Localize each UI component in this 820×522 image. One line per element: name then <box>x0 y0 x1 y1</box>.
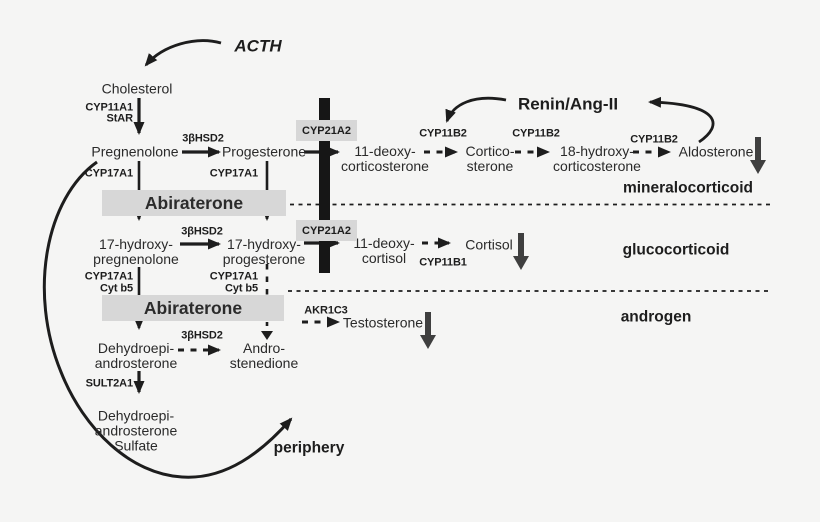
decrease-arrow-aldosterone <box>750 137 766 174</box>
abiraterone-block-1: Abiraterone <box>102 190 286 216</box>
renin-ang2-label: Renin/Ang-II <box>517 94 619 114</box>
3bhsd2-label-2: 3βHSD2 <box>181 225 223 238</box>
arrow-pregnenolone-to-periphery <box>42 160 293 479</box>
cortisol-label: Cortisol <box>465 236 513 253</box>
periphery-label: periphery <box>273 439 345 457</box>
cholesterol-label: Cholesterol <box>101 80 173 97</box>
arrow-acth-to-cholesterol <box>144 39 222 67</box>
cyp17a1-cytb5-label-right: CYP17A1 Cyt b5 <box>209 270 258 294</box>
progesterone-label: Progesterone <box>221 143 307 160</box>
deoxycorticosterone-label: 11-deoxy- corticosterone <box>341 143 429 174</box>
mineralocorticoid-label: mineralocorticoid <box>622 179 754 197</box>
arrowhead-block2-to-androstenedione <box>261 331 273 340</box>
cyp11a1-star-label: CYP11A1 StAR <box>85 101 133 125</box>
decrease-arrow-testosterone <box>420 312 436 349</box>
cyp21a2-box-2: CYP21A2 <box>296 220 357 241</box>
3bhsd2-label-3: 3βHSD2 <box>181 329 223 342</box>
akr1c3-label: AKR1C3 <box>304 304 348 317</box>
dhea-sulfate-label: Dehydroepi- androsterone Sulfate <box>94 407 178 454</box>
cyp17a1-label-right: CYP17A1 <box>209 167 258 180</box>
cyp21a2-box-1: CYP21A2 <box>296 120 357 141</box>
androgen-label: androgen <box>620 308 692 326</box>
pregnenolone-label: Pregnenolone <box>91 143 179 160</box>
abiraterone-block-2: Abiraterone <box>102 295 284 321</box>
cyp17a1-cytb5-label-left: CYP17A1 Cyt b5 <box>84 270 133 294</box>
testosterone-label: Testosterone <box>342 314 424 331</box>
cyp11b2-label-3: CYP11B2 <box>630 133 678 146</box>
dhea-label: Dehydroepi- androsterone <box>94 340 178 371</box>
corticosterone-label: Cortico- sterone <box>465 143 515 174</box>
arrow-aldosterone-to-renin <box>648 96 715 144</box>
cyp21a2-blockade-bar <box>319 98 330 273</box>
cyp11b2-label-1: CYP11B2 <box>419 127 467 140</box>
acth-label: ACTH <box>234 36 282 56</box>
androstenedione-label: Andro- stenedione <box>229 340 299 371</box>
11-deoxycortisol-label: 11-deoxy- cortisol <box>353 235 415 266</box>
arrow-renin-to-cyp11b2 <box>445 96 507 123</box>
decrease-arrow-cortisol <box>513 233 529 270</box>
cyp11b2-label-2: CYP11B2 <box>512 127 560 140</box>
cyp11b1-label: CYP11B1 <box>419 256 467 269</box>
3bhsd2-label-1: 3βHSD2 <box>182 132 224 145</box>
17-hydroxyprogesterone-label: 17-hydroxy- progesterone <box>222 236 306 267</box>
cyp17a1-label-left: CYP17A1 <box>84 167 133 180</box>
aldosterone-label: Aldosterone <box>678 143 754 160</box>
17-hydroxypregnenolone-label: 17-hydroxy- pregnenolone <box>93 236 179 267</box>
glucocorticoid-label: glucocorticoid <box>622 241 730 259</box>
18-hydroxycorticosterone-label: 18-hydroxy- corticosterone <box>553 143 641 174</box>
sult2a1-label: SULT2A1 <box>85 377 133 390</box>
